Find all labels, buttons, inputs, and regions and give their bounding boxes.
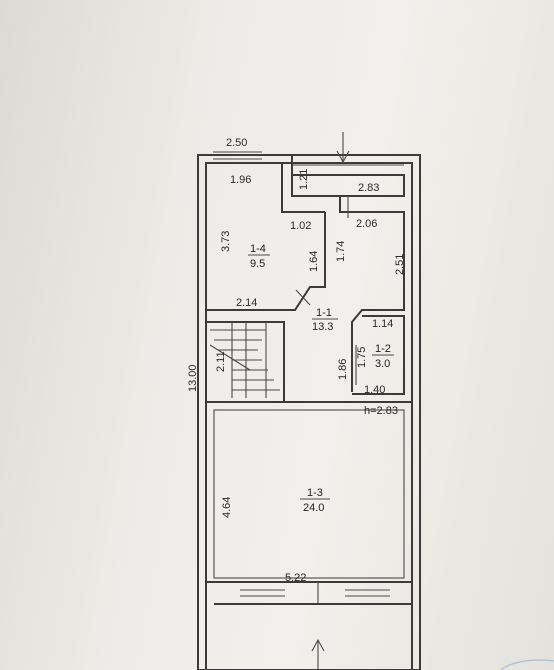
room-1-3-id: 1-3 — [307, 487, 323, 499]
dim-top-balcony: 2.50 — [226, 137, 247, 149]
dim-bath-width-bottom: 1.40 — [364, 384, 385, 396]
dim-bath-height: 1.86 — [337, 359, 349, 380]
dim-corridor-length: 1.64 — [308, 251, 320, 272]
dim-corridor-width: 2.06 — [356, 218, 377, 230]
room-1-4-partition — [281, 163, 325, 213]
dim-room-1-4-height: 3.73 — [220, 231, 232, 252]
stamp-mark — [500, 659, 554, 670]
room-1-1-id: 1-1 — [316, 307, 332, 319]
dim-top-right-depth: 1.21 — [298, 169, 310, 190]
dim-top-right-width: 2.83 — [358, 182, 379, 194]
dim-top-room: 1.96 — [230, 174, 251, 186]
dim-corridor-right: 1.74 — [335, 241, 347, 262]
room-1-2-id: 1-2 — [375, 343, 391, 355]
outer-wall — [197, 154, 421, 670]
door-swing — [295, 289, 311, 306]
ceiling-height: h=2.83 — [364, 405, 398, 417]
entrance-block — [291, 155, 405, 197]
entrance-arrow-head — [336, 150, 350, 164]
bottom-arrow-head — [311, 638, 325, 652]
dim-bath-width-top: 1.14 — [372, 318, 393, 330]
dim-large-room-width: 5.22 — [285, 572, 306, 584]
room-1-3-walls — [205, 401, 413, 583]
dim-bath-inner: 1.75 — [356, 347, 368, 368]
dim-total-length: 13.00 — [187, 364, 199, 392]
room-1-1-area: 13.3 — [312, 321, 333, 333]
room-1-3-inner — [213, 409, 405, 579]
room-1-4-area: 9.5 — [250, 258, 265, 270]
room-1-2-area: 3.0 — [375, 358, 390, 370]
room-1-4-id: 1-4 — [250, 243, 266, 255]
stair-treads — [209, 322, 280, 398]
dim-stair-width: 2.11 — [215, 351, 227, 372]
dim-room-1-4-bottom: 2.14 — [236, 297, 257, 309]
dim-right-room-height: 2.51 — [394, 254, 406, 275]
right-room-walls — [339, 196, 405, 392]
dim-large-room-height: 4.64 — [221, 497, 233, 518]
dim-inner-offset: 1.02 — [290, 220, 311, 232]
bathroom-walls — [352, 315, 405, 395]
room-1-3-area: 24.0 — [303, 502, 324, 514]
room-1-4-walls — [205, 163, 326, 311]
